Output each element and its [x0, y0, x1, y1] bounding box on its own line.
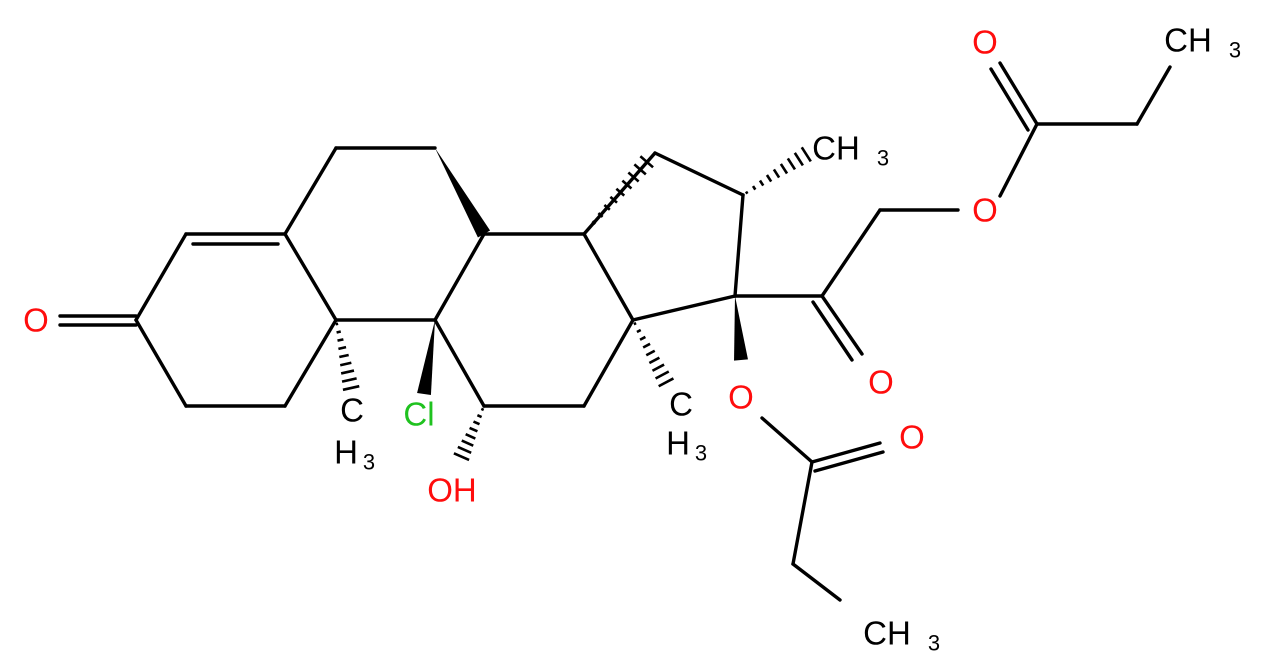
bond-ce1-o-a: [998, 61, 1039, 126]
hashed-c14-h: [627, 171, 640, 183]
hashed-c16-me: [800, 146, 812, 163]
hashed-c16-me: [744, 190, 749, 195]
ester2-carbonyl-oxygen-label: O: [899, 419, 925, 456]
hashed-c11-oh: [465, 433, 476, 440]
hashed-c16-me: [751, 185, 757, 191]
bond-o-ce1: [998, 122, 1039, 198]
hashed-c13-me: [636, 328, 642, 334]
bond-c2-c3: [134, 318, 188, 408]
bond-c10-c1: [283, 318, 338, 408]
ester1-carbonyl-oxygen-label: O: [972, 24, 998, 61]
bond-c20-o-b: [811, 300, 854, 362]
c10-methyl-c: C: [340, 392, 364, 429]
hashed-c14-h: [615, 187, 626, 197]
chlorine-label: Cl: [403, 396, 434, 433]
hashed-c13-me: [651, 363, 665, 372]
hashed-c10-me: [336, 330, 342, 334]
hashed-c14-h: [639, 155, 654, 169]
bond-c8-c9: [433, 232, 486, 322]
hashed-c16-me: [786, 157, 797, 171]
bond-ce4-o-b: [813, 450, 885, 473]
hashed-c10-me: [335, 322, 339, 326]
hashed-c14-h: [597, 212, 604, 218]
wedge-c17-o: [734, 296, 748, 361]
hashed-c14-h: [591, 220, 597, 225]
hashed-c16-me: [779, 163, 789, 175]
c10-methyl-sub: 3: [363, 450, 375, 475]
hashed-c10-me: [341, 377, 357, 383]
hashed-c14-h: [585, 228, 590, 232]
hashed-c16-me: [758, 179, 765, 187]
hashed-c16-me: [765, 174, 773, 183]
bond-c16-c17: [733, 193, 745, 298]
c21-ester-oxygen-label: O: [972, 192, 998, 229]
hashed-c13-me: [645, 349, 656, 357]
atom-labels: O C H 3 Cl OH C H 3 CH 3 O O O O CH 3 O …: [23, 22, 1241, 656]
c16-methyl-sub: 3: [877, 146, 889, 171]
hashed-c13-me: [639, 335, 647, 341]
hashed-c14-h: [621, 179, 633, 190]
wedge-c9-cl: [417, 320, 435, 396]
c10-methyl-h: H: [334, 434, 358, 471]
bond-c5-c10: [283, 232, 338, 322]
c17-ester-oxygen-label: O: [728, 379, 754, 416]
c13-methyl-h: H: [666, 425, 690, 462]
hashed-c10-me: [340, 369, 355, 375]
bond-c20-c21: [820, 208, 882, 298]
c20-carbonyl-oxygen-label: O: [868, 364, 894, 401]
bond-c14-c15: [582, 151, 657, 236]
c16-methyl-ch: CH: [812, 130, 860, 167]
bond-c3-c4: [134, 232, 188, 322]
hashed-c13-me: [654, 370, 670, 380]
hashed-c13-me: [648, 356, 661, 365]
hydroxyl-label: OH: [427, 472, 477, 509]
hashed-c16-me: [793, 152, 804, 167]
wedge-c7-c8: [435, 148, 491, 238]
ester1-methyl-sub: 3: [1229, 38, 1241, 63]
hashed-c14-h: [603, 204, 611, 211]
bond-c13-c14: [582, 232, 635, 322]
hashed-c13-me: [658, 377, 675, 388]
hashed-c10-me: [337, 338, 344, 342]
hashed-c16-me: [772, 168, 781, 179]
bonds: [58, 61, 1172, 602]
bond-c17-c13: [631, 294, 737, 322]
bond-o17-ce4: [760, 416, 814, 464]
bond-c20-o-a: [820, 294, 864, 356]
hashed-c14-h: [609, 195, 618, 204]
bond-ce2-ce3: [1135, 65, 1172, 126]
bond-ce4-o-a: [810, 441, 882, 464]
hashed-c11-oh: [453, 452, 470, 462]
hashed-c10-me: [339, 353, 349, 359]
ester2-methyl-ch: CH: [863, 615, 911, 652]
hashed-c11-oh: [480, 407, 485, 412]
bond-c12-c13: [582, 318, 635, 408]
hashed-c10-me: [339, 361, 352, 367]
c13-methyl-c: C: [669, 386, 693, 423]
ketone-oxygen-label: O: [23, 302, 49, 339]
bond-c15-c16: [653, 151, 745, 197]
bond-ce1-o-b: [989, 67, 1030, 132]
bond-c5-c6: [283, 146, 338, 236]
bond-c9-c11: [433, 318, 486, 408]
ester2-methyl-sub: 3: [928, 631, 940, 656]
hashed-c13-me: [642, 342, 651, 349]
c13-methyl-sub: 3: [695, 441, 707, 466]
hashed-c10-me: [338, 345, 347, 351]
bond-ce4-ce5: [791, 460, 814, 566]
hashed-c13-me: [633, 321, 637, 326]
hashed-c11-oh: [461, 439, 474, 447]
ester1-methyl-ch: CH: [1164, 22, 1212, 59]
hashed-c14-h: [633, 163, 647, 176]
hashed-c11-oh: [469, 426, 478, 433]
hashed-c10-me: [342, 384, 360, 392]
bond-ce5-ce6: [791, 562, 842, 602]
hashed-c11-oh: [472, 420, 481, 426]
hashed-c11-oh: [457, 445, 472, 455]
hashed-c11-oh: [476, 414, 483, 419]
